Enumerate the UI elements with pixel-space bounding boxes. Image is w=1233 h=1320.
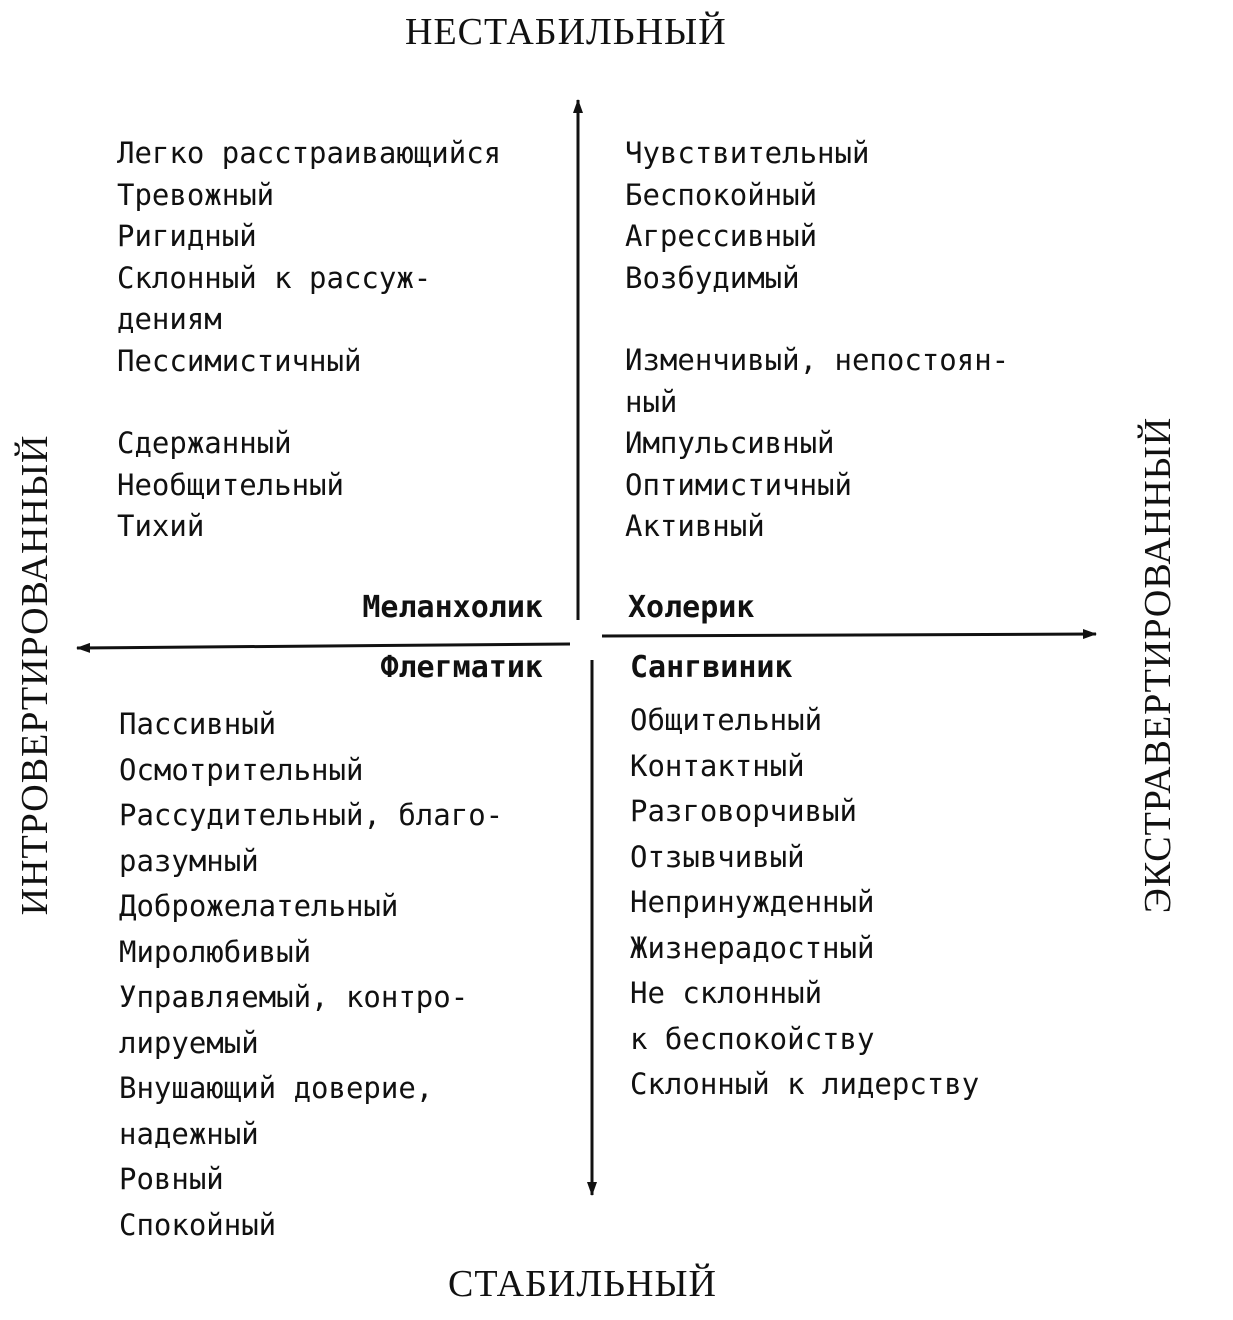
- type-label-sanguine: Сангвиник: [630, 650, 793, 685]
- phlegmatic-traits-list: Пассивный Осмотрительный Рассудительный,…: [119, 702, 503, 1248]
- trait-item: Импульсивный: [625, 426, 835, 460]
- sanguine-traits-list: Общительный Контактный Разговорчивый Отз…: [630, 698, 979, 1108]
- trait-item: Внушающий доверие,: [119, 1071, 434, 1105]
- type-label-choleric: Холерик: [628, 590, 755, 625]
- horizontal-axis-left-arrow: [76, 642, 571, 653]
- trait-item: Контактный: [630, 748, 805, 783]
- trait-item: надежный: [119, 1116, 259, 1151]
- trait-item: к беспокойству: [630, 1021, 875, 1056]
- type-label-phlegmatic: Флегматик: [380, 650, 543, 685]
- trait-item: Отзывчивый: [630, 839, 805, 874]
- horizontal-axis-right-arrow: [601, 629, 1097, 640]
- trait-item: Доброжелательный: [119, 889, 399, 923]
- trait-item: Осмотрительный: [119, 752, 364, 787]
- trait-item: Тревожный: [117, 177, 275, 212]
- trait-item: Легко расстраивающийся: [117, 136, 502, 170]
- trait-item: Рассудительный, благо-: [119, 798, 504, 832]
- trait-item: Спокойный: [119, 1207, 277, 1242]
- axis-label-stable: СТАБИЛЬНЫЙ: [448, 1263, 717, 1305]
- trait-item: Оптимистичный: [625, 467, 852, 502]
- trait-item: Пессимистичный: [117, 343, 362, 378]
- trait-item: Агрессивный: [625, 219, 818, 253]
- trait-item: Чувствительный: [625, 136, 870, 170]
- choleric-traits-list: Чувствительный Беспокойный Агрессивный В…: [625, 133, 1009, 548]
- trait-item: Сдержанный: [117, 426, 292, 460]
- trait-item: Изменчивый, непостоян-: [625, 343, 1010, 377]
- axis-label-extraverted: ЭКСТРАВЕРТИРОВАННЫЙ: [1137, 416, 1179, 914]
- trait-item: Пассивный: [119, 707, 277, 741]
- trait-item: Ровный: [119, 1162, 224, 1196]
- trait-item: дениям: [117, 302, 222, 336]
- trait-item: Беспокойный: [625, 177, 818, 212]
- trait-item: Активный: [625, 509, 765, 543]
- type-label-melancholic: Меланхолик: [362, 590, 543, 625]
- trait-item: Разговорчивый: [630, 794, 857, 828]
- trait-item: Ригидный: [117, 219, 257, 253]
- trait-item: Необщительный: [117, 467, 344, 502]
- trait-item: Склонный к рассуж-: [117, 260, 432, 295]
- axis-label-unstable: НЕСТАБИЛЬНЫЙ: [405, 11, 727, 53]
- trait-item: Жизнерадостный: [630, 930, 875, 965]
- melancholic-traits-list: Легко расстраивающийся Тревожный Ригидны…: [117, 133, 501, 548]
- trait-item: Склонный к лидерству: [630, 1067, 980, 1101]
- trait-item: ный: [625, 384, 678, 419]
- axis-label-introverted: ИНТРОВЕРТИРОВАННЫЙ: [14, 434, 56, 916]
- trait-item: Непринужденный: [630, 885, 875, 919]
- trait-item: Управляемый, контро-: [119, 980, 469, 1014]
- trait-item: разумный: [119, 843, 259, 878]
- trait-item: Возбудимый: [625, 260, 800, 295]
- trait-item: Тихий: [117, 509, 205, 543]
- trait-item: Не склонный: [630, 976, 823, 1010]
- trait-item: Общительный: [630, 703, 823, 737]
- trait-item: лируемый: [119, 1025, 259, 1060]
- trait-item: Миролюбивый: [119, 934, 312, 969]
